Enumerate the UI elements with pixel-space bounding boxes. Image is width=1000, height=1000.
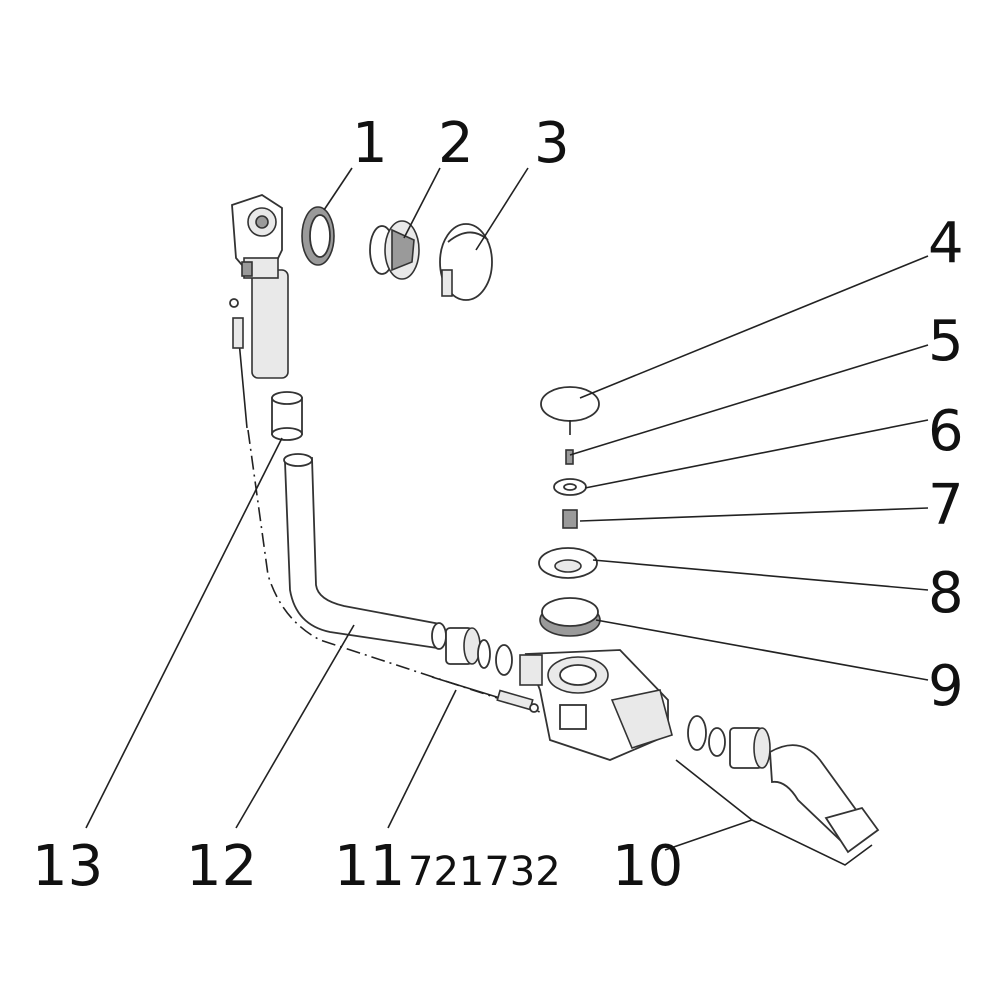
part-label-13: 13 — [32, 834, 103, 899]
part-2-overflow-insert — [369, 220, 420, 280]
part-label-1: 1 — [352, 111, 388, 176]
bowden-cable — [229, 298, 541, 713]
part-6-washer — [553, 478, 587, 496]
waste-valve-body — [519, 649, 673, 761]
part-5-screw — [565, 449, 574, 465]
part-label-12: 12 — [186, 834, 257, 899]
part-label-6: 6 — [928, 399, 964, 464]
part-8-plug-seat — [538, 547, 598, 579]
leader-lines — [85, 167, 929, 866]
part-9-threaded-ring — [539, 597, 601, 637]
part-label-9: 9 — [928, 654, 964, 719]
part-label-10: 10 — [612, 834, 683, 899]
part-label-5: 5 — [928, 309, 964, 374]
article-code: 721732 — [408, 849, 561, 895]
part-3-overflow-cap — [439, 223, 493, 301]
part-11-cable-fitting — [431, 676, 539, 713]
part-label-8: 8 — [928, 561, 964, 626]
part-label-11: 11 — [334, 834, 405, 899]
part-1-gasket-ring — [301, 206, 335, 266]
part-12-bent-pipe — [283, 453, 447, 650]
part-7-spring — [562, 509, 578, 529]
pipe-nut-and-rings — [445, 627, 513, 676]
part-label-3: 3 — [534, 111, 570, 176]
part-10-outlet-elbow — [687, 715, 880, 854]
part-label-2: 2 — [438, 111, 474, 176]
overflow-elbow-part — [231, 194, 289, 379]
part-label-4: 4 — [928, 211, 964, 276]
part-13-pipe-sleeve — [271, 391, 303, 441]
part-label-7: 7 — [928, 473, 964, 538]
